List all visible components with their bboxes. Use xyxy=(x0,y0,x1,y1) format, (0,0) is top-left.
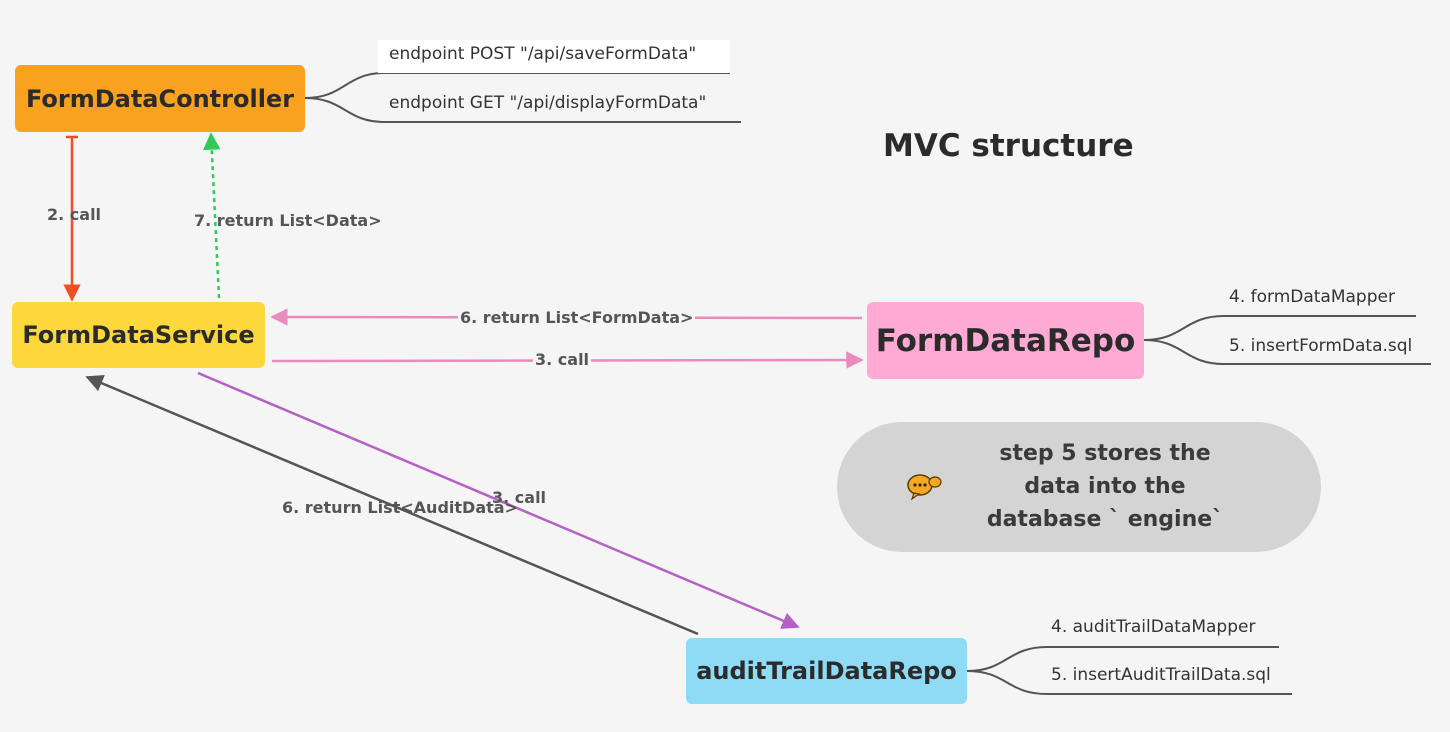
branch-form-data-mapper: 4. formDataMapper xyxy=(1229,287,1395,307)
edge-label-return-6-auditdata: 6. return List<AuditData> xyxy=(282,498,518,517)
note-callout: step 5 stores the data into the database… xyxy=(837,422,1321,552)
form-data-controller-node[interactable]: FormDataController xyxy=(15,65,305,132)
form-data-repo-node[interactable]: FormDataRepo xyxy=(867,302,1144,379)
form-data-service-node[interactable]: FormDataService xyxy=(12,302,265,368)
edge-label-call-3-formrepo: 3. call xyxy=(533,350,592,369)
edge-label-call-2: 2. call xyxy=(47,205,102,224)
edge-service-to-controller xyxy=(203,132,221,299)
edge-auditrepo-to-service xyxy=(85,375,699,636)
edge-label-call-3-auditrepo: 3. call xyxy=(492,488,547,507)
branch-line-get xyxy=(304,97,741,123)
branch-endpoint-post: endpoint POST "/api/saveFormData" xyxy=(378,40,730,73)
branch-line-formdatamapper xyxy=(1143,315,1416,341)
edge-label-return-6-formdata: 6. return List<FormData> xyxy=(458,308,696,327)
branch-audit-trail-data-mapper: 4. auditTrailDataMapper xyxy=(1051,617,1256,637)
edge-service-to-auditrepo xyxy=(197,371,800,629)
diagram-title: MVC structure xyxy=(883,128,1134,164)
edge-label-return-7: 7. return List<Data> xyxy=(194,211,382,230)
chat-bubble-icon xyxy=(907,474,942,501)
branch-insert-audit-trail-data: 5. insertAuditTrailData.sql xyxy=(1051,665,1271,685)
branch-line-insertaudittraildata xyxy=(966,670,1292,695)
note-text: step 5 stores the data into the database… xyxy=(986,441,1224,532)
branch-line-insertformdata xyxy=(1143,339,1431,365)
branch-line-audittraildatamapper xyxy=(966,646,1279,672)
branch-endpoint-get: endpoint GET "/api/displayFormData" xyxy=(389,93,707,113)
branch-insert-form-data: 5. insertFormData.sql xyxy=(1229,336,1413,356)
branch-line-post xyxy=(304,72,730,99)
audit-trail-data-repo-node[interactable]: auditTrailDataRepo xyxy=(686,638,967,704)
